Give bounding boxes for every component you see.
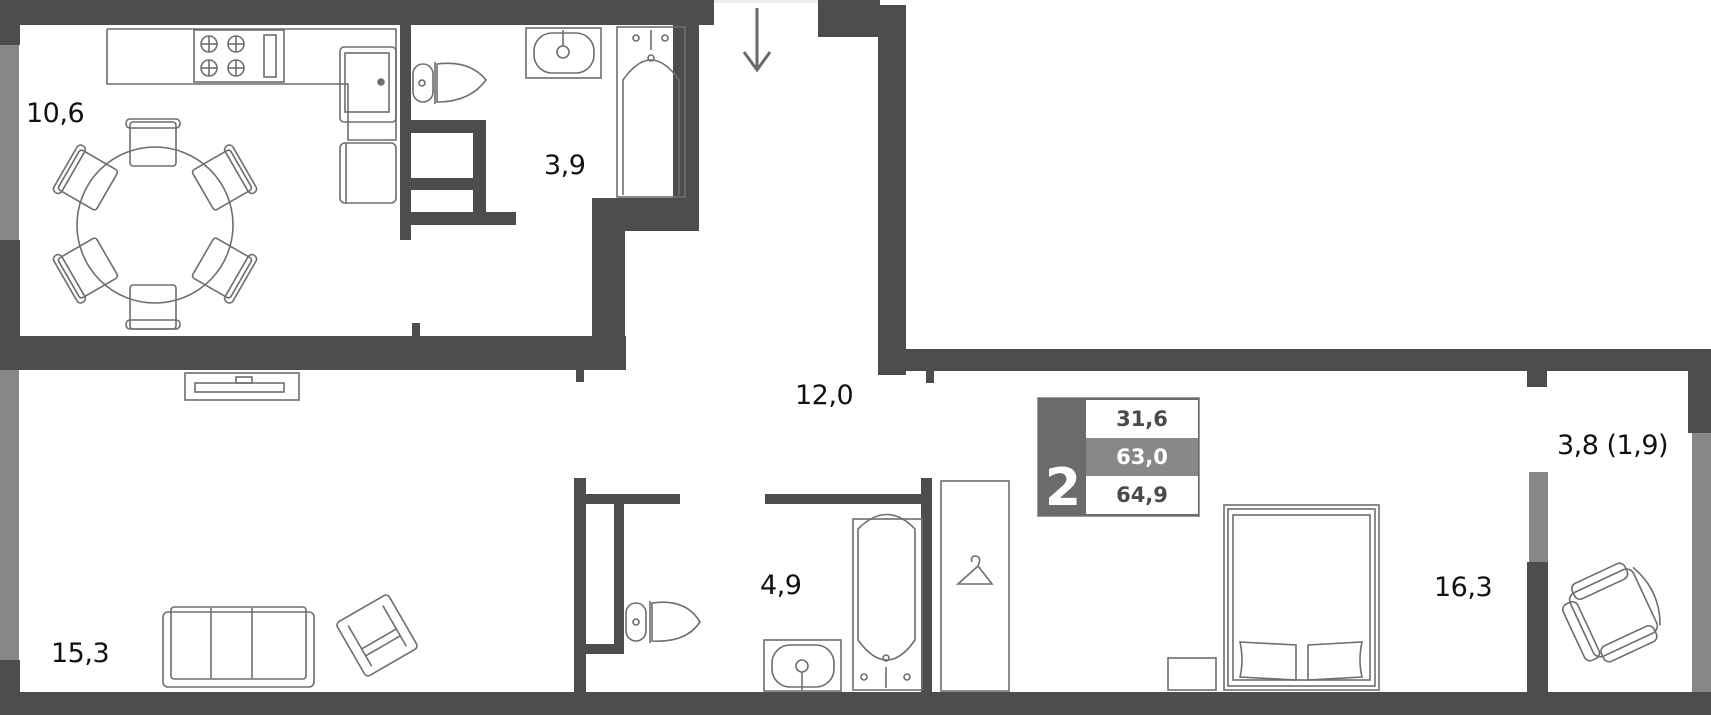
tv-stand: [184, 372, 300, 401]
hanger-icon: [955, 555, 994, 585]
living-area-value: 31,6: [1086, 400, 1198, 438]
toilet-icon: [412, 62, 488, 104]
bathtub-icon-2: [852, 513, 923, 691]
room-area-bathroom-2: 4,9: [760, 570, 802, 601]
toilet-icon-2: [625, 601, 701, 643]
room-area-bathroom-1: 3,9: [544, 150, 586, 181]
room-area-hallway: 12,0: [795, 380, 854, 411]
room-area-kitchen: 10,6: [26, 98, 85, 129]
balcony-armchair-icon: [1561, 562, 1661, 663]
dining-chairs: [52, 118, 258, 330]
pillow-right: [1307, 641, 1364, 681]
apartment-info-box: 2 31,6 63,0 64,9: [1037, 397, 1200, 517]
room-area-living-room: 15,3: [51, 638, 110, 669]
area-summary: 31,6 63,0 64,9: [1086, 400, 1198, 514]
pillow-left: [1238, 641, 1297, 681]
nightstand-icon: [1167, 657, 1217, 691]
sofa-icon: [162, 606, 315, 688]
wardrobe-icon: [940, 480, 1010, 692]
washbasin-icon: [525, 27, 602, 79]
fridge-icon: [339, 142, 397, 204]
bed-icon: [1223, 504, 1380, 691]
bathtub-icon: [616, 26, 686, 198]
windows: [0, 45, 1711, 692]
armchair-icon: [336, 594, 418, 677]
dining-table: [76, 146, 234, 304]
stove-icon: [200, 34, 277, 78]
washbasin-icon-2: [763, 639, 842, 692]
kitchen-counter: [106, 28, 397, 141]
rooms-count: 2: [1044, 458, 1082, 518]
room-area-balcony: 3,8 (1,9): [1557, 430, 1669, 461]
arrow-down-icon: [742, 8, 772, 73]
room-area-bedroom: 16,3: [1434, 572, 1493, 603]
sink-icon: [339, 46, 397, 123]
total-with-balcony-area-value: 64,9: [1086, 476, 1198, 514]
entrance-door-threshold: [714, 0, 818, 3]
total-area-value: 63,0: [1086, 438, 1198, 476]
